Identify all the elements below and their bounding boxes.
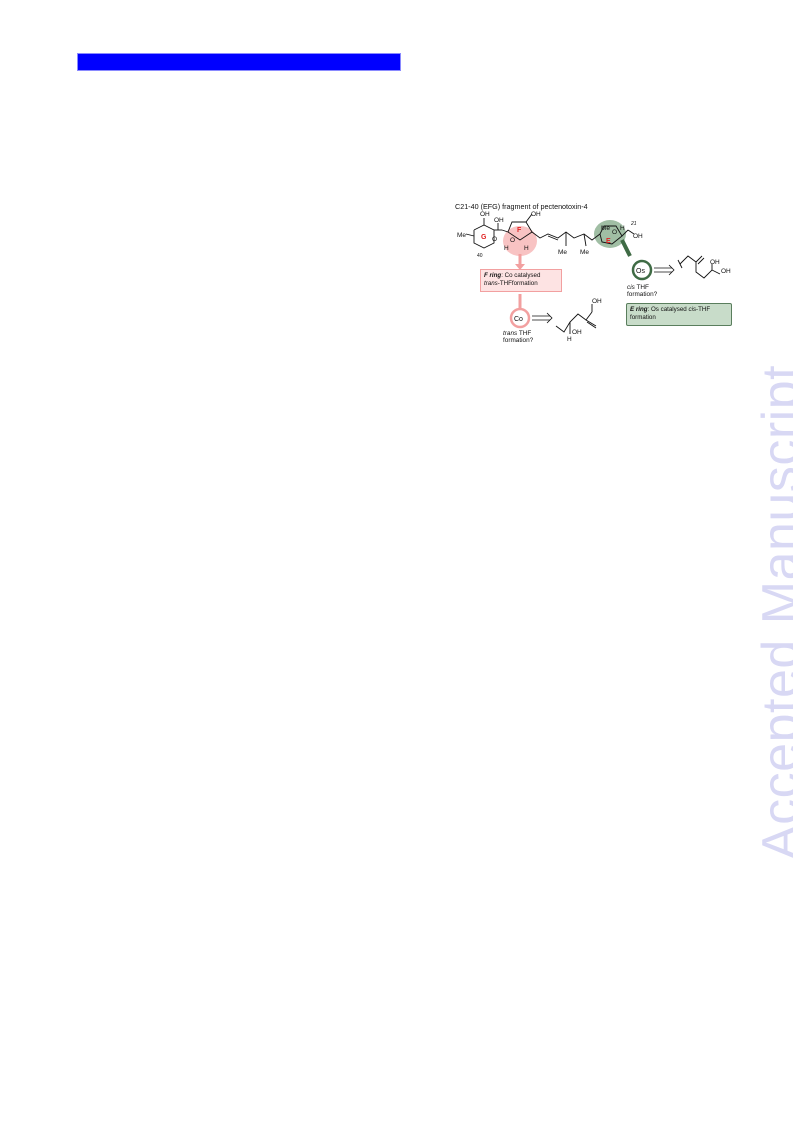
e-ring-label: E	[606, 238, 611, 245]
os-product-oh2: OH	[721, 268, 731, 275]
f-ring-arrowhead	[515, 264, 525, 270]
me-chain-2: Me	[580, 249, 589, 256]
f-ring-box: F ring: Co catalysed trans-THFformation	[480, 269, 562, 292]
co-label: Co	[514, 316, 523, 323]
e-ring-cis: cis	[688, 306, 697, 313]
o-e-ring: O	[612, 229, 617, 236]
trans-thf-line2: formation?	[503, 337, 534, 345]
cis-thf-rest: THF	[634, 284, 649, 291]
os-product-bonds	[677, 255, 721, 279]
trans-thf-rest: THF	[517, 330, 532, 337]
me-chain-1: Me	[558, 249, 567, 256]
oh-e-side: OH	[633, 233, 643, 240]
scheme-title: C21-40 (EFG) fragment of pectenotoxin-4	[455, 202, 588, 211]
trans-thf-italic: trans	[503, 330, 518, 337]
f-ring-name: F ring	[484, 272, 502, 279]
g-ring-label: G	[481, 234, 487, 241]
e-ring-wedge	[620, 239, 632, 257]
num-40: 40	[477, 253, 483, 259]
skeleton-bonds	[465, 213, 635, 249]
os-retro-arrow	[654, 264, 675, 276]
me-left: Me	[457, 232, 466, 239]
cis-thf-line2: formation?	[627, 291, 658, 299]
f-ring-text1: : Co catalysed	[501, 272, 541, 279]
os-product-oh1: OH	[710, 259, 720, 266]
e-ring-text1: : Os catalysed	[647, 306, 689, 313]
f-ring-highlight	[503, 226, 537, 256]
cis-thf-italic: cis	[627, 284, 635, 291]
co-product-h: H	[567, 336, 572, 343]
header-bar	[77, 53, 401, 71]
e-ring-name: E ring	[630, 306, 648, 313]
co-catalyst-circle	[509, 307, 531, 329]
pectenotoxin-scheme: G F E OH OH OH OH Me Me Me Me O O O H H …	[457, 211, 731, 343]
h-f-1: H	[504, 245, 509, 252]
o-f-ring: O	[510, 237, 515, 244]
cis-thf-question: cis THF formation?	[627, 284, 657, 299]
co-product-bonds	[555, 304, 597, 334]
co-retro-arrow	[532, 312, 553, 324]
f-ring-trans: trans	[484, 279, 498, 287]
o-g-ring: O	[492, 236, 497, 243]
oh-top-left: OH	[480, 211, 490, 218]
num-21: 21	[630, 221, 637, 227]
co-product-oh2: OH	[572, 329, 582, 336]
h-e: H	[620, 225, 625, 232]
os-label: Os	[636, 268, 645, 275]
accepted-manuscript-watermark: Accepted Manuscript	[752, 364, 793, 860]
h-f-2: H	[524, 245, 529, 252]
e-ring-text2: -THF	[696, 306, 711, 313]
me-e-ring: Me	[601, 225, 610, 232]
e-ring-box: E ring: Os catalysed cis-THF formation	[626, 303, 732, 326]
oh-top-mid: OH	[494, 217, 504, 224]
os-catalyst-circle	[631, 259, 653, 281]
f-ring-text2: -THFformation	[497, 279, 538, 287]
co-product-oh1: OH	[592, 298, 602, 305]
f-ring-label: F	[517, 227, 522, 234]
e-ring-text3: formation	[630, 313, 656, 321]
trans-thf-question: trans THF formation?	[503, 330, 533, 345]
oh-f-ring: OH	[531, 211, 541, 218]
